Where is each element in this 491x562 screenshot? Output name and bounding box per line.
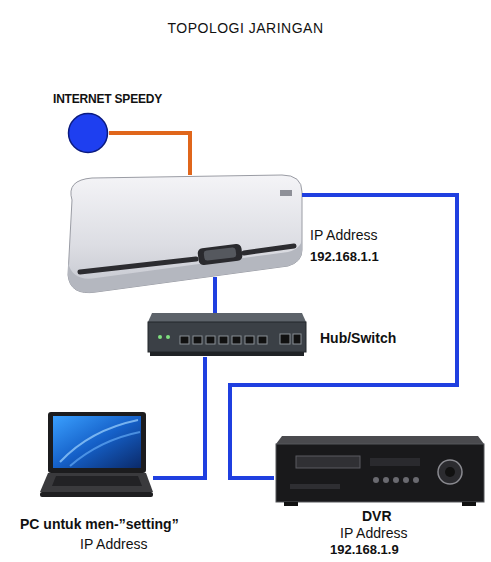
device-label: IP Address [310,227,377,243]
switch-illustration [280,334,290,344]
switch-node: Hub/Switch [148,313,306,357]
router-illustration [68,175,302,293]
switch-illustration [232,336,241,344]
dvr-illustration [284,502,298,506]
switch-illustration [180,336,189,344]
device-label: PC untuk men-”setting” [20,516,179,532]
dvr-illustration [403,477,409,483]
switch-illustration [148,313,306,322]
dvr-illustration [373,477,379,483]
device-detail: IP Address [340,525,407,541]
switch-illustration [193,336,202,344]
laptop-illustration [53,416,141,468]
laptop-illustration [70,432,140,466]
router-illustration [68,175,302,293]
network-cable [230,195,457,478]
dvr-illustration [276,436,484,444]
dvr-illustration [383,477,389,483]
dvr-illustration [445,467,455,477]
dvr-illustration [413,477,419,483]
switch-illustration [258,336,267,344]
router-illustration [204,247,237,261]
router-illustration [80,259,196,272]
switch-illustration [150,352,304,356]
dvr-illustration [462,502,476,506]
switch-illustration [148,313,306,356]
laptop-illustration [40,492,153,497]
internet-node: INTERNET SPEEDY [67,112,109,154]
router-node: IP Address192.168.1.1 [62,175,302,293]
device-label: DVR [362,508,392,524]
internet-circle [69,114,108,153]
device-detail: 192.168.1.9 [330,542,399,558]
dvr-illustration [290,484,340,489]
dvr-illustration [393,477,399,483]
internet-circle [67,112,109,154]
pc-node: PC untuk men-”setting”IP Address [38,412,153,504]
laptop-illustration [48,412,146,473]
switch-illustration [245,336,254,344]
switch-illustration [158,335,162,339]
switch-illustration [206,336,215,344]
dvr-illustration [370,458,420,466]
switch-illustration [166,335,170,339]
dvr-illustration [276,436,484,506]
diagram-title: TOPOLOGI JARINGAN [0,19,491,37]
router-illustration [68,238,302,293]
device-label: Hub/Switch [320,330,396,346]
dvr-illustration [438,460,462,484]
network-cable [213,277,217,313]
laptop-illustration [60,420,138,462]
device-detail: IP Address [80,536,147,552]
laptop-illustration [40,473,153,492]
network-cable [109,133,190,175]
dvr-node: DVRIP Address192.168.1.9 [274,436,486,508]
laptop-illustration [40,412,153,497]
dvr-illustration [296,456,360,468]
switch-illustration [219,336,228,344]
router-illustration [244,246,294,253]
dvr-illustration [276,444,484,502]
router-illustration [280,190,292,196]
router-illustration [197,243,243,265]
switch-illustration [148,322,306,352]
laptop-illustration [52,476,142,486]
switch-illustration [293,334,301,344]
device-detail: 192.168.1.1 [310,249,379,265]
network-cable [153,357,205,478]
device-label: INTERNET SPEEDY [53,91,162,107]
